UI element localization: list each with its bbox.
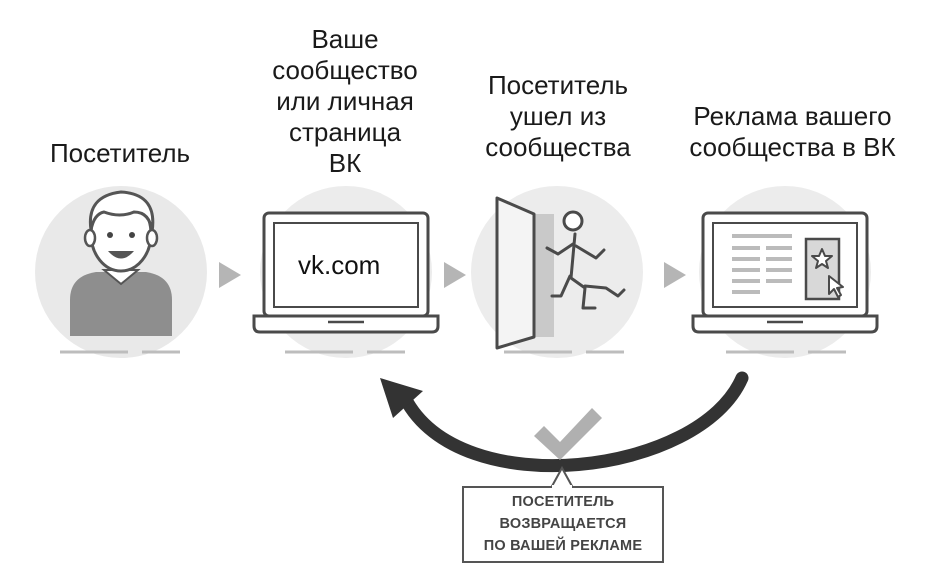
laptop-ad-icon: [691, 211, 879, 334]
screen-url: vk.com: [298, 250, 381, 280]
callout-line: ПОСЕТИТЕЛЬ: [511, 494, 615, 510]
person-icon: [70, 190, 172, 336]
label-line: страница: [288, 117, 402, 147]
arrow-right-icon: [664, 262, 686, 288]
label-line: сообщества в ВК: [689, 132, 896, 162]
label-line: или личная: [276, 86, 414, 116]
label-line: сообщество: [272, 55, 418, 85]
arrow-right-icon: [219, 262, 241, 288]
callout-line: ВОЗВРАЩАЕТСЯ: [499, 516, 627, 532]
callout-pointer-mask: [552, 485, 572, 489]
checkmark-icon: [534, 408, 602, 460]
label-line: сообщества: [485, 132, 631, 162]
step-label-left: Посетитель ушел из сообщества: [458, 70, 658, 163]
callout-pointer: [550, 465, 574, 489]
step-label-ad: Реклама вашего сообщества в ВК: [670, 101, 915, 163]
arrow-right-icon: [444, 262, 466, 288]
step-label-visitor: Посетитель: [20, 138, 220, 169]
label-line: ВК: [328, 148, 362, 178]
return-arrow-icon: [380, 371, 749, 473]
door-exit-icon: [495, 196, 626, 350]
label-line: Ваше: [311, 24, 379, 54]
callout-box: ПОСЕТИТЕЛЬ ВОЗВРАЩАЕТСЯ ПО ВАШЕЙ РЕКЛАМЕ: [462, 486, 664, 563]
laptop-icon: [252, 211, 440, 334]
callout-line: ПО ВАШЕЙ РЕКЛАМЕ: [483, 538, 643, 554]
label-line: Посетитель: [487, 70, 629, 100]
label-line: ушел из: [509, 101, 607, 131]
label-line: Реклама вашего: [693, 101, 892, 131]
label-line: Посетитель: [49, 138, 191, 168]
step-label-community: Ваше сообщество или личная страница ВК: [245, 24, 445, 179]
